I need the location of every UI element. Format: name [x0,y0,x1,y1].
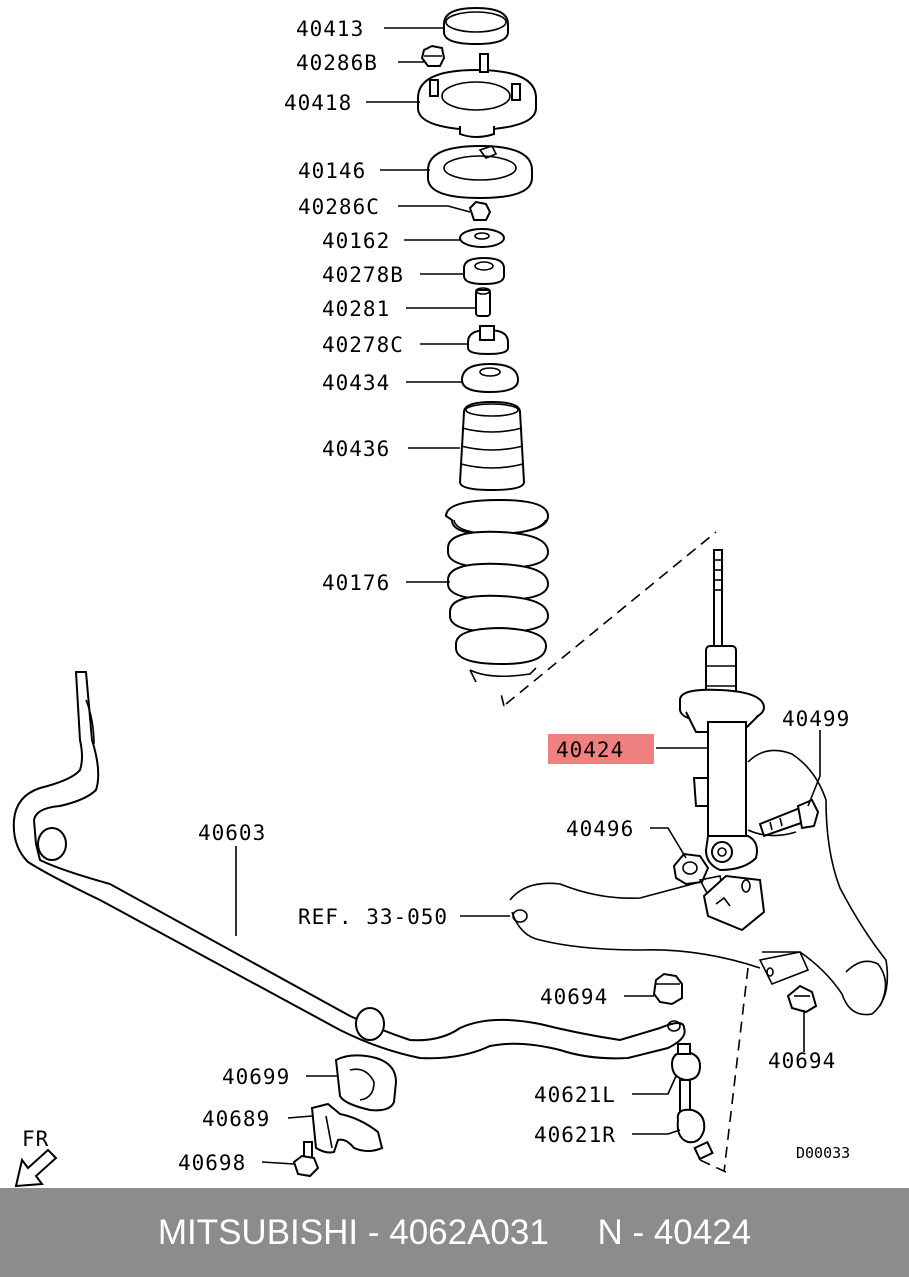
label-40413: 40413 [296,17,364,41]
nut-40286b [420,44,446,67]
label-40176: 40176 [322,571,390,595]
upper-mount-40418 [417,53,537,138]
nut-40694-left [652,972,683,1006]
collar-40281 [475,287,491,317]
bolt-40698 [292,1141,320,1178]
label-40278c: 40278C [322,333,404,357]
label-ref-33-050: REF. 33-050 [298,905,448,929]
bolt-40499 [758,798,820,838]
label-40281: 40281 [322,297,390,321]
suspension-exploded-diagram: 40413 40286B 40418 40146 40286C 40162 40… [12,6,889,1188]
highlight-box-40424 [548,734,654,764]
diagram-code: D00033 [796,1144,850,1162]
label-40694-right: 40694 [768,1049,836,1073]
front-direction-arrow-icon [14,1148,58,1188]
dust-boot-40436 [458,400,526,492]
label-40496: 40496 [566,817,634,841]
nut-40694-right [786,984,818,1014]
bracket-40689 [310,1102,384,1154]
label-fr: FR [22,1127,49,1151]
stabilizer-link-40621 [670,1043,714,1161]
washer-40162 [459,228,505,248]
label-40162: 40162 [322,229,390,253]
label-40278b: 40278B [322,263,404,287]
label-40603: 40603 [198,821,266,845]
coil-spring-40176 [444,498,550,683]
nut-40496 [672,852,710,886]
label-40286b: 40286B [296,51,378,75]
nut-40286c [468,200,492,221]
footer-bar: MITSUBISHI - 4062A031 N - 40424 [0,1188,909,1277]
label-40146: 40146 [298,159,366,183]
label-40694-left: 40694 [540,985,608,1009]
bushing-40278c [467,325,509,356]
label-40434: 40434 [322,371,390,395]
bushing-40699 [334,1054,398,1112]
label-40698: 40698 [178,1151,246,1175]
label-40286c: 40286C [298,195,380,219]
label-40418: 40418 [284,91,352,115]
label-40689: 40689 [202,1107,270,1131]
dust-cap-40413 [443,6,509,46]
leader-lines [235,27,821,1165]
label-40621l: 40621L [534,1083,616,1107]
bump-cup-40434 [460,362,520,394]
strut-assembly-40424 [679,549,766,872]
bushing-40278b [463,256,505,286]
label-40699: 40699 [222,1065,290,1089]
spring-seat-40146 [427,144,533,200]
label-40499: 40499 [782,707,850,731]
label-40436: 40436 [322,437,390,461]
label-40621r: 40621R [534,1123,616,1147]
footer-part-info: MITSUBISHI - 4062A031 N - 40424 [157,1212,752,1252]
lower-arm-reference [509,749,889,1016]
stabilizer-bar-40603 [12,671,686,1060]
dashed-assembly-outline [499,531,749,1173]
label-40424: 40424 [556,738,624,762]
